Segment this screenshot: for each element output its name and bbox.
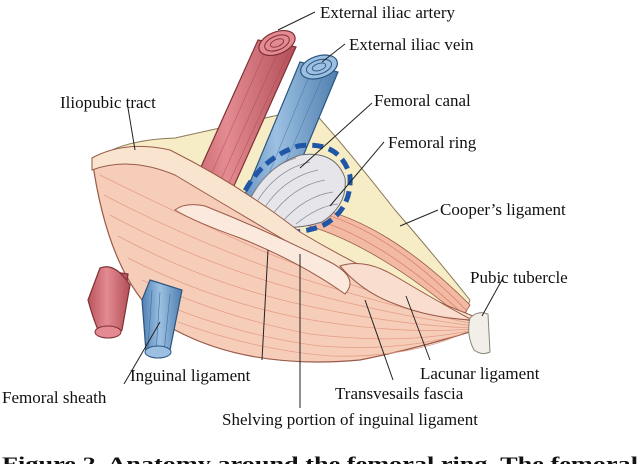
label-lacunar-ligament: Lacunar ligament bbox=[420, 364, 540, 383]
label-external-iliac-artery: External iliac artery bbox=[320, 3, 455, 22]
femoral-artery-lower bbox=[87, 266, 131, 339]
label-inguinal-ligament: Inguinal ligament bbox=[130, 366, 251, 385]
label-transversalis-fascia: Transvesails fascia bbox=[335, 384, 464, 403]
label-femoral-ring: Femoral ring bbox=[388, 133, 477, 152]
label-iliopubic-tract: Iliopubic tract bbox=[60, 93, 156, 112]
leader-lines bbox=[123, 11, 504, 408]
figure-caption: Figure 2. Anatomy around the femoral rin… bbox=[2, 454, 638, 464]
label-shelving-portion: Shelving portion of inguinal ligament bbox=[222, 410, 478, 429]
label-pubic-tubercle: Pubic tubercle bbox=[470, 268, 568, 287]
label-femoral-sheath: Femoral sheath bbox=[2, 388, 107, 407]
shelving-portion-fold bbox=[174, 204, 351, 295]
label-external-iliac-vein: External iliac vein bbox=[349, 35, 474, 54]
label-femoral-canal: Femoral canal bbox=[374, 91, 471, 110]
label-coopers-ligament: Cooper’s ligament bbox=[440, 200, 566, 219]
pubic-tubercle-shape bbox=[468, 312, 491, 355]
femoral-vein-lower bbox=[141, 279, 183, 359]
